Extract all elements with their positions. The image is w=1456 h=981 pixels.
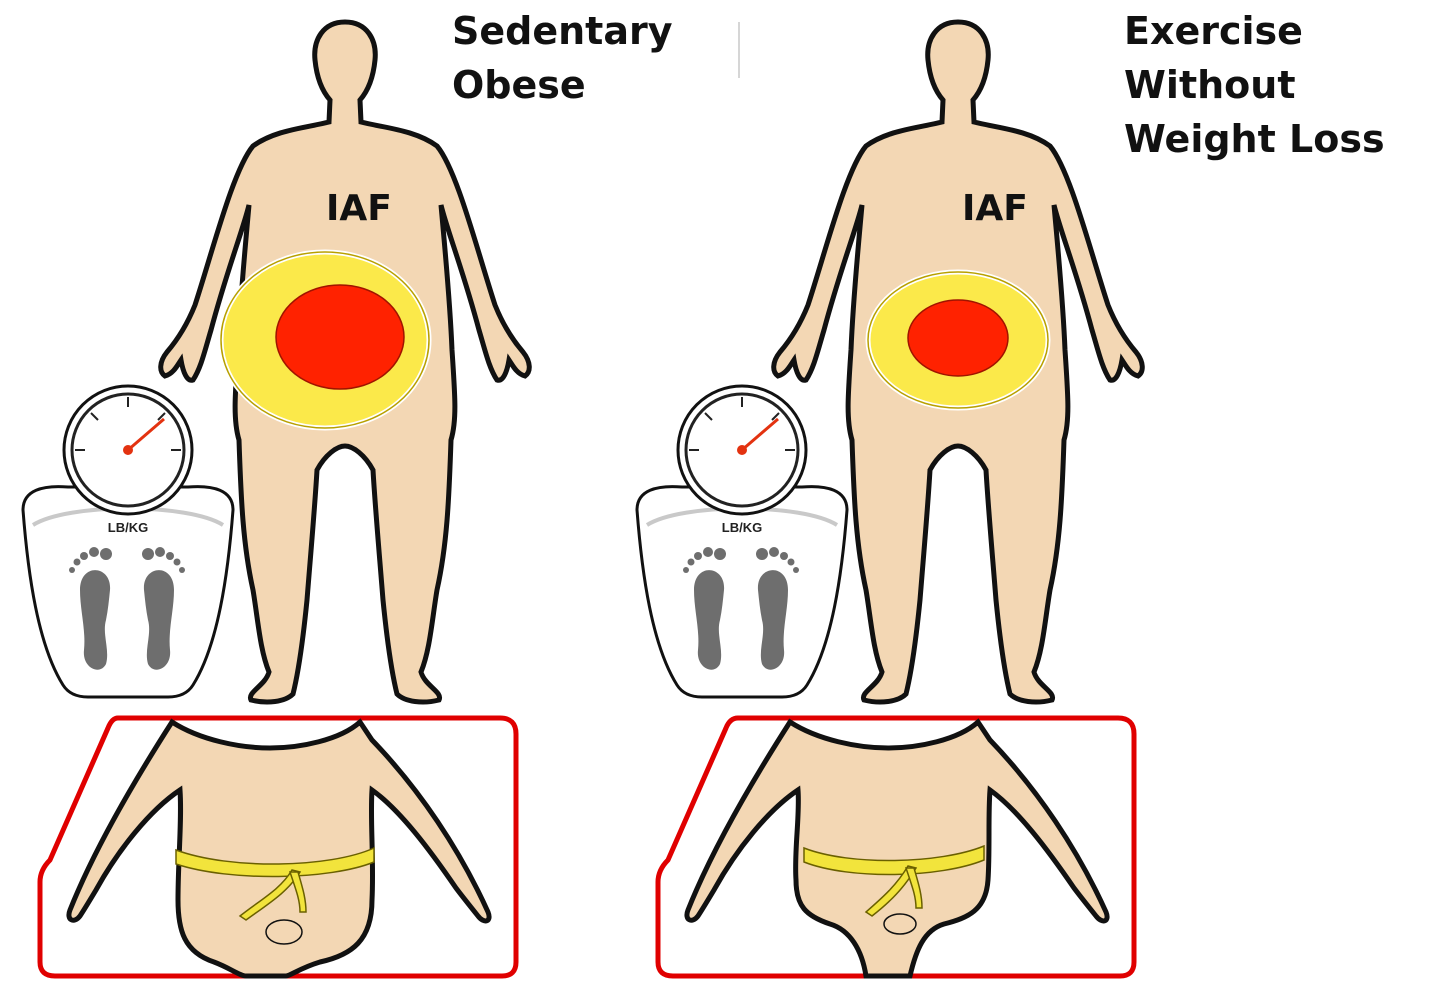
- scale-icon: [23, 386, 233, 697]
- scale-icon: [637, 386, 847, 697]
- fat-label-exercise: IAF: [962, 188, 1028, 229]
- scale-unit-label: LB/KG: [722, 520, 762, 535]
- waist-inset-exercise: [658, 718, 1134, 976]
- scale-unit-label: LB/KG: [108, 520, 148, 535]
- visceral-fat-core: [908, 300, 1008, 376]
- waist-inset-sedentary: [40, 718, 516, 976]
- fat-label-sedentary: IAF: [326, 188, 392, 229]
- visceral-fat-core: [276, 285, 404, 389]
